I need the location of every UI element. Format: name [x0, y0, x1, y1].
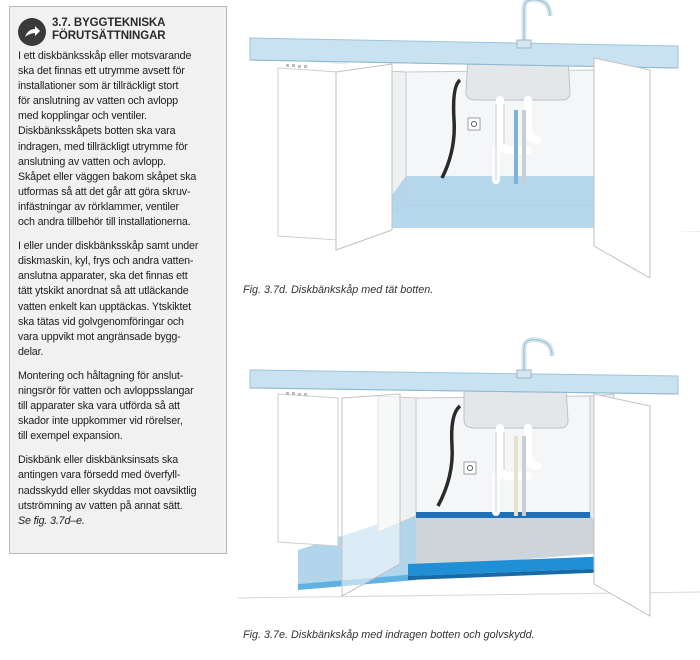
figure-3-7e-caption: Fig. 3.7e. Diskbänkskåp med indragen bot… — [243, 629, 535, 641]
paragraph-4: Diskbänk eller diskbänksinsats ska antin… — [18, 453, 218, 528]
paragraph-2: I eller under diskbänksskåp samt under d… — [18, 240, 199, 358]
section-header: 3.7. BYGGTEKNISKA FÖRUTSÄTTNINGAR — [18, 17, 218, 46]
figure-reference: Se fig. 3.7d–e. — [18, 514, 85, 527]
figure-3-7e — [238, 337, 700, 617]
arrow-badge-icon — [18, 18, 46, 46]
figure-3-7d-caption: Fig. 3.7d. Diskbänkskåp med tät botten. — [243, 284, 434, 296]
paragraph-1: I ett diskbänksskåp eller motsvarande sk… — [18, 50, 197, 229]
section-heading: 3.7. BYGGTEKNISKA FÖRUTSÄTTNINGAR — [52, 17, 166, 42]
paragraph-3: Montering och håltagning för anslut- nin… — [18, 369, 194, 443]
fact-box: 3.7. BYGGTEKNISKA FÖRUTSÄTTNINGAR I ett … — [9, 6, 227, 554]
figure-3-7d — [238, 0, 700, 278]
